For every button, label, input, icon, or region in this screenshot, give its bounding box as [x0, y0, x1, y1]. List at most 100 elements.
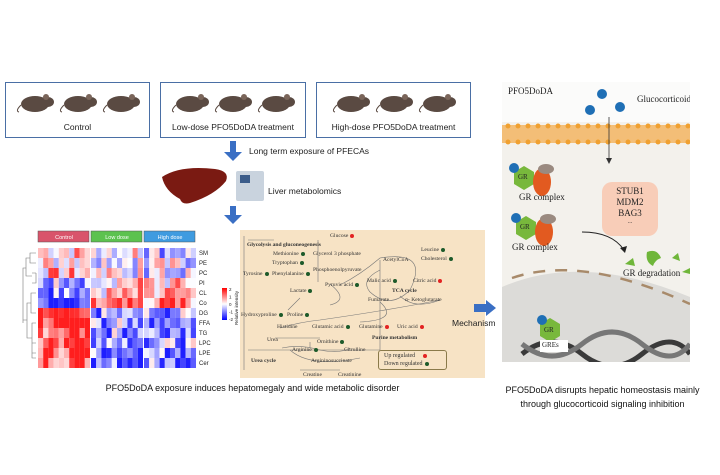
heatmap-cell [53, 258, 59, 268]
heatmap-cell [53, 348, 59, 358]
heatmap-cell [132, 288, 138, 298]
pathway-node: Phosphoenolpyruvate [313, 267, 361, 273]
mouse-icon [417, 91, 457, 118]
pathway-node: Glucose [330, 233, 355, 239]
heatmap-cell [106, 268, 112, 278]
heatmap-cell [190, 258, 196, 268]
heatmap-cell [74, 258, 80, 268]
node-label: Purine metabolism [372, 335, 418, 341]
heatmap-cell [69, 318, 75, 328]
heatmap-cell [154, 258, 160, 268]
heatmap-cell [180, 278, 186, 288]
heatmap-cell [185, 288, 191, 298]
up-regulated-dot [419, 324, 424, 329]
heatmap-cell [127, 358, 133, 368]
mice-icon [6, 91, 149, 118]
heatmap-cell [159, 338, 165, 348]
node-label: TCA cycle [392, 288, 417, 294]
heatmap-row-label: SM [199, 251, 208, 257]
heatmap-cell [106, 348, 112, 358]
heatmap-cell [132, 328, 138, 338]
mouse-icon [58, 91, 98, 118]
heatmap-cell [38, 338, 44, 348]
heatmap-cell [101, 278, 107, 288]
node-label: Fumarate [368, 297, 390, 303]
heatmap-cell [111, 308, 117, 318]
node-label: Glutamic acid [312, 324, 344, 330]
heatmap-cell [180, 298, 186, 308]
heatmap-cell [69, 308, 75, 318]
heatmap-cell [144, 308, 150, 318]
pathway-node: Citric acid [413, 278, 443, 284]
heatmap-cell [175, 338, 181, 348]
heatmap-cell [58, 338, 64, 348]
heatmap-cell [164, 338, 170, 348]
heatmap-cell [74, 348, 80, 358]
mouse-icon [170, 91, 210, 118]
heatmap-cell [190, 298, 196, 308]
node-label: Lactate [290, 288, 307, 294]
heatmap-cell [122, 308, 128, 318]
heatmap-cell [190, 348, 196, 358]
heatmap-cell [38, 348, 44, 358]
heatmap-cell [101, 318, 107, 328]
heatmap-cell [159, 288, 165, 298]
heatmap-cell [91, 348, 97, 358]
cell-membrane [502, 125, 690, 143]
heatmap-cell [53, 308, 59, 318]
heatmap-cell [106, 248, 112, 258]
heatmap-cell [38, 258, 44, 268]
heatmap-cell [164, 258, 170, 268]
heatmap-cell [43, 328, 49, 338]
up-regulated-dot [438, 278, 443, 283]
heatmap-cell [38, 278, 44, 288]
heatmap-cell [96, 328, 102, 338]
heatmap-cell [69, 298, 75, 308]
node-label: Phosphoenolpyruvate [313, 267, 362, 273]
heatmap-cell [111, 338, 117, 348]
heatmap-cell [137, 358, 143, 368]
heatmap-cell [127, 328, 133, 338]
node-label: α- Ketoglutarate [405, 297, 442, 303]
node-label: Glycerol 3 phosphate [313, 251, 361, 257]
heatmap-group-header [37, 230, 90, 243]
heatmap-cell [117, 258, 123, 268]
heatmap-cell [84, 328, 90, 338]
heatmap-cell [154, 268, 160, 278]
heatmap-cell [159, 358, 165, 368]
heatmap-cell [58, 318, 64, 328]
pathway-node: Leucine [421, 247, 446, 253]
heatmap-cell [127, 258, 133, 268]
heatmap-cell [117, 268, 123, 278]
heatmap-cell [38, 358, 44, 368]
heatmap-cell [111, 278, 117, 288]
heatmap-cell [170, 328, 176, 338]
e3-ligase-box [602, 182, 658, 236]
heatmap-cell [164, 318, 170, 328]
pathway-node: Tyrosine [243, 271, 269, 277]
heatmap-cell [43, 318, 49, 328]
pathway-node: Proline [287, 312, 310, 318]
heatmap-cell [185, 278, 191, 288]
heatmap-cell [48, 288, 54, 298]
heatmap-cell [122, 338, 128, 348]
heatmap-cell [137, 258, 143, 268]
heatmap-cell [69, 278, 75, 288]
heatmap-cell [38, 288, 44, 298]
heatmap-cell [58, 248, 64, 258]
heatmap-cell [175, 348, 181, 358]
heatmap-cell [101, 248, 107, 258]
heatmap-cell [106, 288, 112, 298]
color-scale-tick: 2 [229, 287, 232, 292]
heatmap-cell [117, 348, 123, 358]
heatmap-cell [96, 298, 102, 308]
node-label: Phenylalanine [272, 271, 304, 277]
heatmap-cell [96, 288, 102, 298]
heatmap-cell [106, 278, 112, 288]
heatmap-cell [144, 298, 150, 308]
heatmap-cell [38, 318, 44, 328]
heatmap-cell [170, 308, 176, 318]
node-label: Creatine [303, 372, 322, 378]
